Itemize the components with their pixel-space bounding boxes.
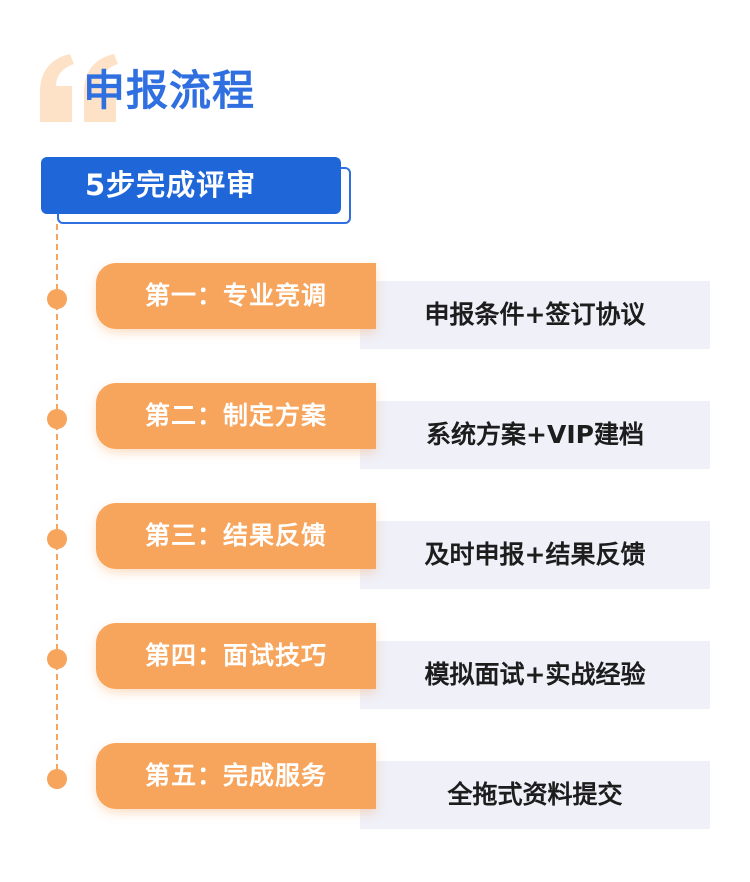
timeline-dot (47, 769, 67, 789)
step-label: 第四：面试技巧 (96, 623, 376, 689)
step-detail: 申报条件+签订协议 (360, 281, 710, 349)
step-detail: 模拟面试+实战经验 (360, 641, 710, 709)
timeline-dot (47, 289, 67, 309)
page-title: 申报流程 (83, 66, 256, 115)
quote-mark-icon (40, 54, 118, 122)
step-label: 第三：结果反馈 (96, 503, 376, 569)
step-5: 全拖式资料提交 第五：完成服务 (0, 743, 750, 833)
step-detail: 及时申报+结果反馈 (360, 521, 710, 589)
step-label: 第五：完成服务 (96, 743, 376, 809)
timeline-dot (47, 649, 67, 669)
step-label: 第二：制定方案 (96, 383, 376, 449)
step-4: 模拟面试+实战经验 第四：面试技巧 (0, 623, 750, 713)
subtitle-banner: 5步完成评审 (41, 157, 341, 214)
timeline-dot (47, 529, 67, 549)
step-detail: 全拖式资料提交 (360, 761, 710, 829)
step-detail: 系统方案+VIP建档 (360, 401, 710, 469)
step-2: 系统方案+VIP建档 第二：制定方案 (0, 383, 750, 473)
step-1: 申报条件+签订协议 第一：专业竞调 (0, 263, 750, 353)
step-label: 第一：专业竞调 (96, 263, 376, 329)
timeline-line (56, 224, 58, 780)
timeline-dot (47, 409, 67, 429)
step-3: 及时申报+结果反馈 第三：结果反馈 (0, 503, 750, 593)
